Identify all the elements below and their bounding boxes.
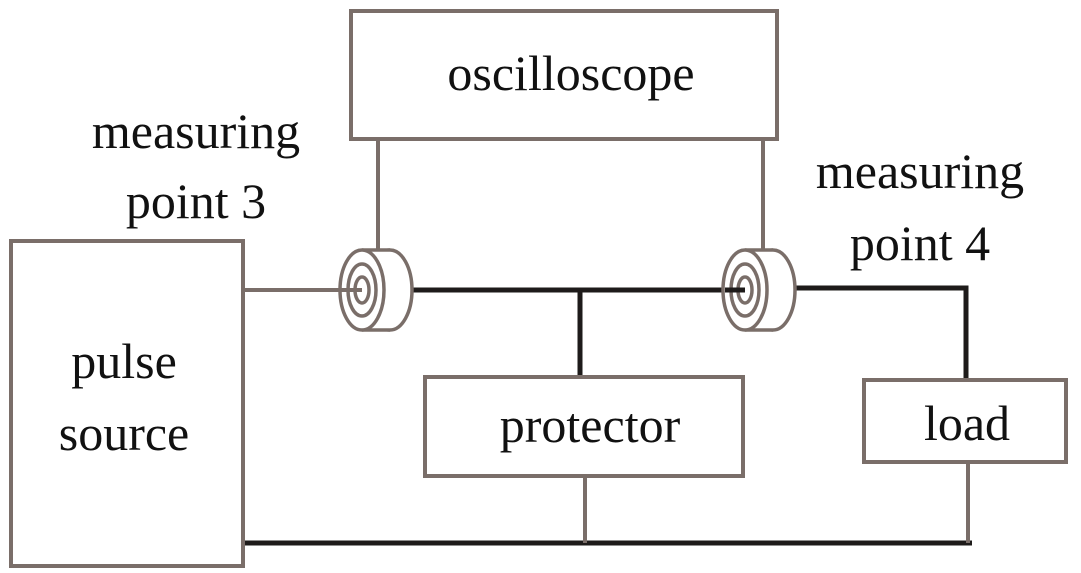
oscilloscope-box bbox=[349, 9, 779, 141]
pulse-source-label-line1: pulse bbox=[71, 333, 177, 389]
pulse-source-box bbox=[9, 239, 245, 568]
measuring-point-4-label-line1: measuring bbox=[816, 143, 1024, 199]
measuring-point-3-label-line2: point 3 bbox=[126, 173, 266, 229]
load-label: load bbox=[924, 395, 1010, 451]
measuring-point-3-label-line1: measuring bbox=[92, 103, 300, 159]
protector-box bbox=[423, 375, 745, 478]
load-branch bbox=[790, 285, 969, 380]
current-probe-3-icon bbox=[338, 248, 414, 332]
measuring-point-4-label-line2: point 4 bbox=[850, 215, 990, 271]
load-box bbox=[862, 378, 1068, 464]
pulse-source-label-line2: source bbox=[59, 405, 190, 461]
current-probe-4-icon bbox=[721, 248, 797, 332]
oscilloscope-label: oscilloscope bbox=[447, 45, 694, 101]
protector-label: protector bbox=[500, 397, 681, 453]
